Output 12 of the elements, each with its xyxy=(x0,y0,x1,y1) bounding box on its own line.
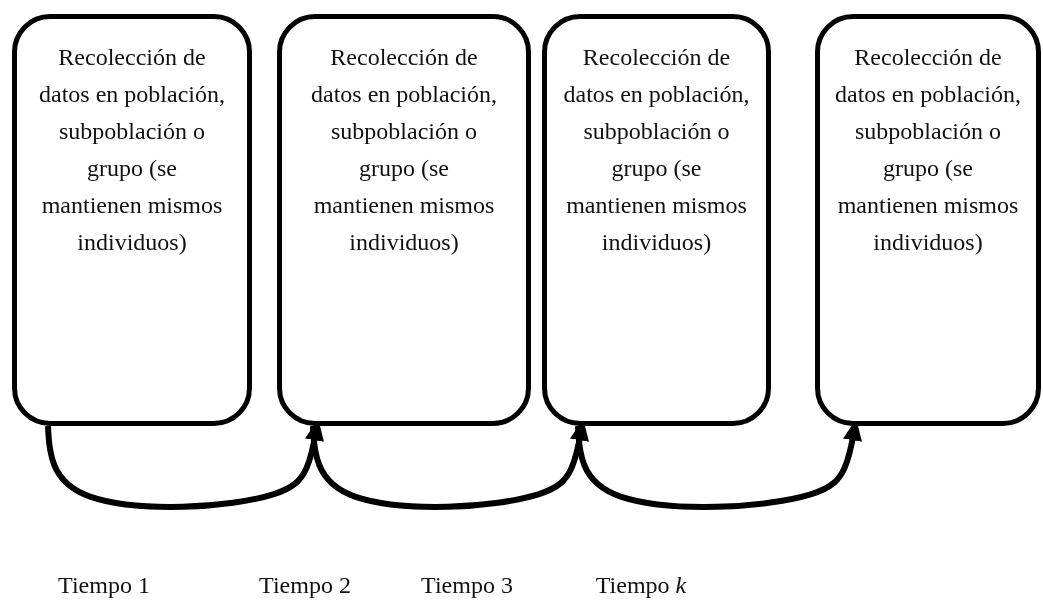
process-box xyxy=(815,14,1041,426)
process-box xyxy=(12,14,252,426)
box-text: Recolección de datos en población, subpoblación o grupo (se mantienen mismos individuos) xyxy=(38,43,226,257)
box-text: Recolección de datos en población, subpoblación o grupo (se mantienen mismos individuos) xyxy=(834,43,1022,257)
process-box xyxy=(277,14,531,426)
process-box xyxy=(542,14,771,426)
time-label: Tiempo 1 xyxy=(58,572,150,599)
time-label: Tiempo 2 xyxy=(259,572,351,599)
box-text: Recolección de datos en población, subpoblación o grupo (se mantienen mismos individuos) xyxy=(310,43,498,257)
box-text: Recolección de datos en población, subpoblación o grupo (se mantienen mismos individuos) xyxy=(562,43,751,257)
time-label: Tiempo 3 xyxy=(421,572,513,599)
time-label: Tiempo k xyxy=(595,572,687,599)
